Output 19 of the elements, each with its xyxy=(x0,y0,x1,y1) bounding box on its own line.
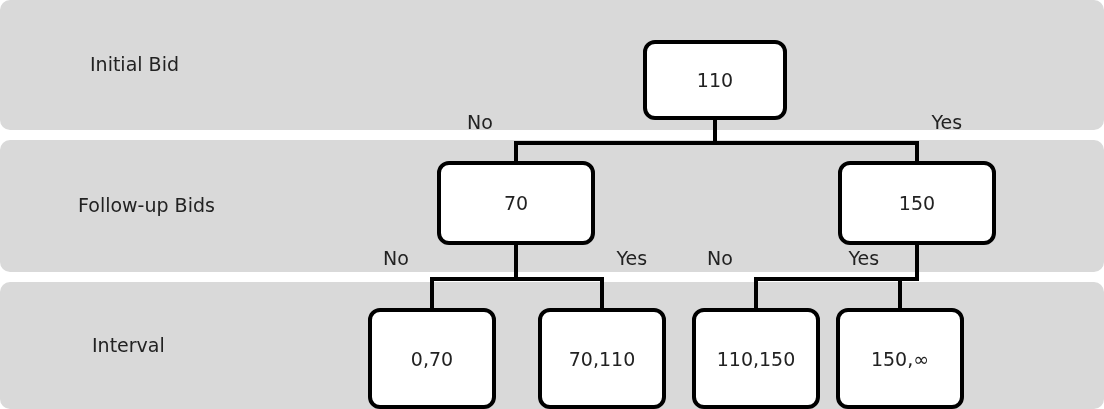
row-label: Follow-up Bids xyxy=(78,194,215,216)
row-label: Interval xyxy=(92,333,165,356)
band-background xyxy=(0,282,1104,409)
bid-box: 150 xyxy=(838,161,996,245)
band-background xyxy=(0,140,1104,272)
row-label: Initial Bid xyxy=(90,53,179,75)
edge-label: Yes xyxy=(616,247,648,269)
bid-box: 0,70 xyxy=(368,308,496,409)
edge-label: No xyxy=(467,111,493,133)
band-background xyxy=(0,0,1104,130)
edge-label: No xyxy=(383,247,409,269)
bid-box: 110 xyxy=(643,40,787,120)
bid-box: 70 xyxy=(437,161,595,245)
edge-label: Yes xyxy=(848,247,880,269)
edge-label: No xyxy=(707,247,733,269)
bid-box: 150,∞ xyxy=(836,308,964,409)
bid-box: 70,110 xyxy=(538,308,666,409)
edge-label: Yes xyxy=(931,111,963,133)
bid-box: 110,150 xyxy=(692,308,820,409)
